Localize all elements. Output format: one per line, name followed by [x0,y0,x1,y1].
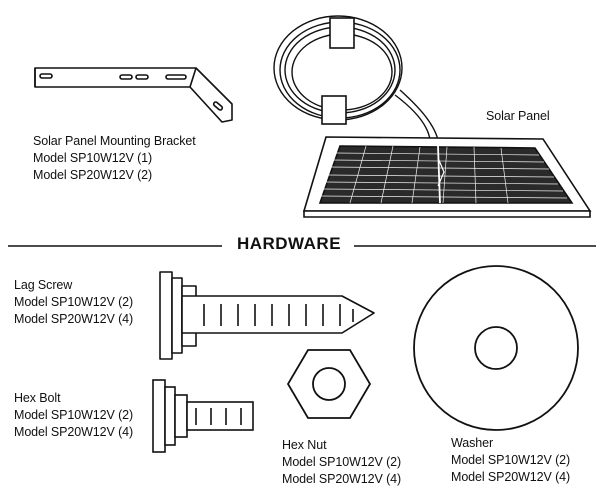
hex-bolt-model: Model SP20W12V (4) [14,425,134,439]
solar-panel-label: Solar Panel [486,108,550,125]
hex-nut-model: Model SP10W12V (2) [282,455,402,469]
solar-panel-name: Solar Panel [486,109,550,123]
lag-screw-drawing [159,271,375,360]
solar-panel-drawing [302,136,592,218]
hex-nut-name: Hex Nut [282,438,327,452]
lag-screw-model: Model SP10W12V (2) [14,295,134,309]
bracket-label: Solar Panel Mounting Bracket Model SP10W… [33,133,196,184]
washer-model: Model SP20W12V (4) [451,470,571,484]
hex-bolt-name: Hex Bolt [14,391,61,405]
washer-drawing [413,265,579,431]
bracket-model: Model SP10W12V (1) [33,151,153,165]
hex-bolt-model: Model SP10W12V (2) [14,408,134,422]
lag-screw-label: Lag Screw Model SP10W12V (2) Model SP20W… [14,277,133,328]
hex-bolt-drawing [152,379,254,453]
bracket-model: Model SP20W12V (2) [33,168,153,182]
hex-nut-drawing [286,349,372,419]
lag-screw-name: Lag Screw [14,278,73,292]
hardware-heading: HARDWARE [226,234,352,254]
washer-name: Washer [451,436,494,450]
hex-bolt-label: Hex Bolt Model SP10W12V (2) Model SP20W1… [14,390,133,441]
bracket-name: Solar Panel Mounting Bracket [33,134,196,148]
lag-screw-model: Model SP20W12V (4) [14,312,134,326]
washer-model: Model SP10W12V (2) [451,453,571,467]
cable-coil-drawing [273,15,439,141]
mounting-bracket-drawing [34,67,233,123]
hex-nut-label: Hex Nut Model SP10W12V (2) Model SP20W12… [282,437,401,488]
washer-label: Washer Model SP10W12V (2) Model SP20W12V… [451,435,570,486]
hex-nut-model: Model SP20W12V (4) [282,472,402,486]
